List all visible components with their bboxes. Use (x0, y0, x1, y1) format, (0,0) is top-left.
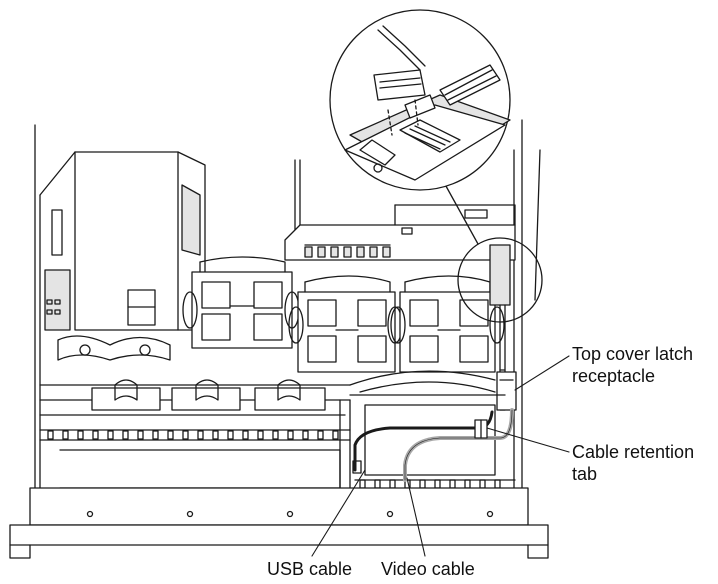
chassis-walls (34, 119, 523, 489)
top-cover-latch-receptacle (496, 371, 517, 411)
dimm-clips (91, 379, 326, 411)
label-line: Top cover latch (572, 344, 694, 364)
label-line: Cable retention (572, 442, 695, 462)
fan-middle (288, 275, 403, 373)
front-panel-connector-area (489, 244, 511, 411)
label-line: tab (572, 464, 598, 484)
power-supply-cage (44, 151, 206, 361)
cable-retention-tab-label: Cable retention tab (572, 441, 694, 485)
magnified-connector-detail (329, 9, 511, 191)
fan-left (182, 256, 300, 349)
callout-leader-lines (311, 355, 570, 557)
usb-cable-label: USB cable (267, 559, 353, 579)
front-bezel (9, 394, 549, 559)
video-cable-label: Video cable (381, 559, 475, 579)
fan-right (390, 275, 505, 373)
top-cover-latch-receptacle-label: Top cover latch receptacle (572, 343, 693, 387)
video-cable (403, 408, 514, 482)
cable-retention-tab (474, 419, 488, 439)
label-line: receptacle (572, 366, 656, 386)
fan-cage (284, 204, 516, 261)
